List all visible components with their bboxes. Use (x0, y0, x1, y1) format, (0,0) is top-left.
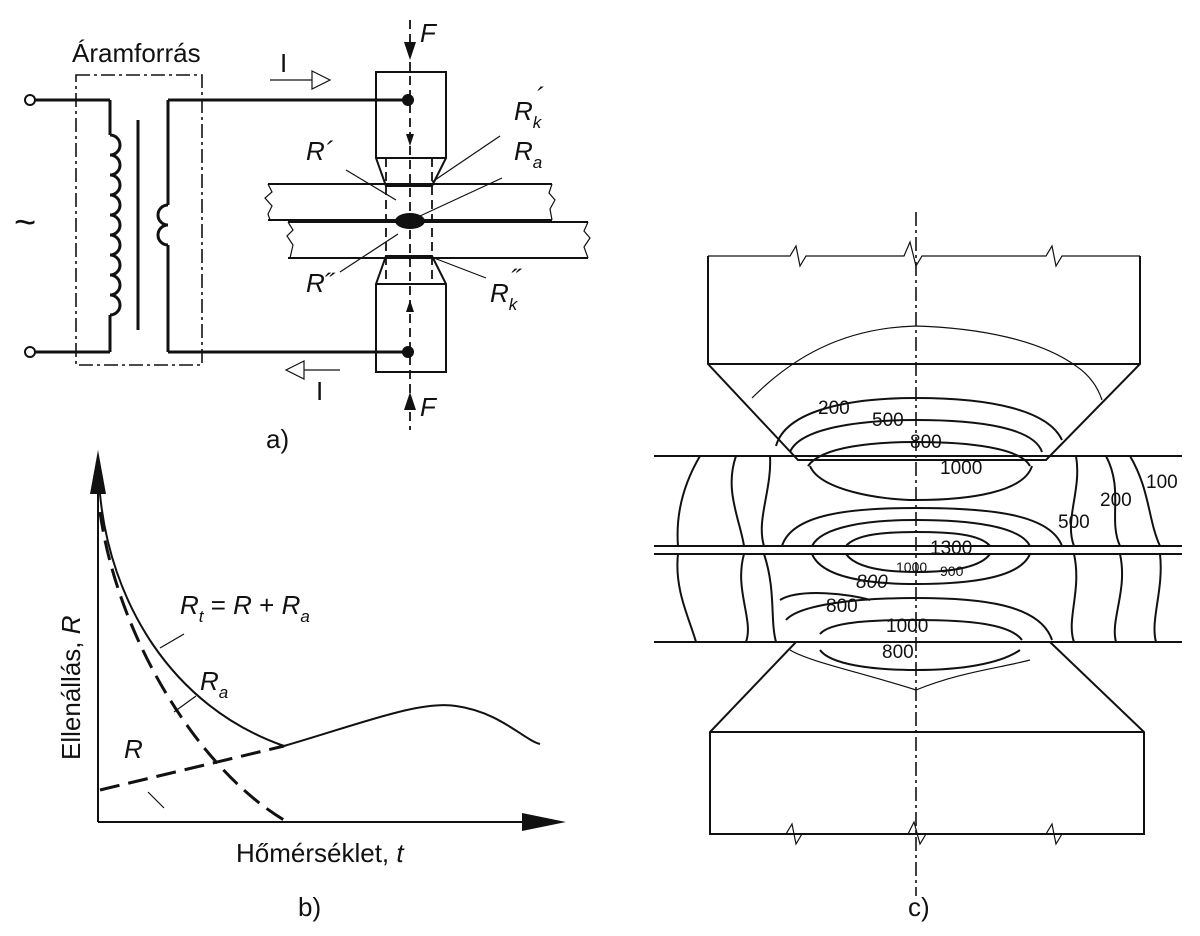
panel-b-plot: Rt = R + Ra Ra R Ellenállás, R Hőmérsékl… (56, 450, 566, 922)
iso-800-upper: 800 (910, 432, 942, 453)
r-upper-label: R´ (306, 136, 334, 166)
iso-200-right: 200 (1100, 490, 1132, 511)
upper-electrode (375, 71, 447, 187)
panel-c-temperature-field: 200 500 800 1000 500 200 100 1300 1000 9… (654, 212, 1182, 922)
upper-electrode-c (707, 256, 1141, 461)
panel-a-circuit: ~ Áramforrás I I (14, 18, 591, 454)
sheet-isotherms-right (1069, 455, 1162, 643)
iso-900: 900 (940, 563, 964, 579)
secondary-coil (156, 203, 169, 247)
iso-100-right: 100 (1146, 472, 1178, 493)
iso-800-mid: 800 (856, 572, 888, 593)
caption-a: a) (266, 424, 289, 454)
force-label-top: F (420, 18, 438, 48)
r-curve-label: R (124, 734, 143, 764)
input-terminal-top (24, 94, 36, 106)
iso-200-upper: 200 (818, 398, 850, 419)
iso-800-left: 800 (826, 596, 858, 617)
x-axis-label: Hőmérséklet, t (236, 838, 405, 868)
sheet-isotherms-left (676, 455, 777, 643)
iso-500-upper: 500 (872, 410, 904, 431)
rt-label: Rt = R + Ra (180, 590, 310, 626)
isotherm-labels: 200 500 800 1000 500 200 100 1300 1000 9… (818, 398, 1178, 663)
r-lower-label: R˝ (306, 268, 336, 298)
caption-c: c) (908, 892, 930, 922)
current-label-bottom: I (316, 376, 323, 406)
input-terminal-bottom (24, 346, 36, 358)
iso-1000-small: 1000 (896, 559, 927, 575)
current-label-top: I (280, 48, 287, 78)
rk-lower-label: Rk˝ (490, 264, 522, 314)
iso-1300: 1300 (930, 538, 972, 559)
ra-label: Ra (514, 136, 542, 172)
iso-500-right: 500 (1058, 512, 1090, 533)
curve-r (99, 744, 285, 792)
power-source-box (75, 74, 203, 366)
curve-ra (98, 511, 285, 822)
iso-1000-lower: 1000 (886, 616, 928, 637)
iso-800-lower: 800 (882, 642, 914, 663)
rk-upper-label: Rk´ (514, 82, 544, 132)
ra-curve-label: Ra (200, 666, 228, 702)
iso-1000-upper: 1000 (940, 458, 982, 479)
y-axis-label: Ellenállás, R (56, 615, 86, 760)
primary-coil (109, 133, 122, 317)
force-label-bottom: F (420, 392, 438, 422)
curve-rt (99, 493, 541, 748)
caption-b: b) (298, 892, 321, 922)
power-source-label: Áramforrás (72, 38, 201, 68)
ac-symbol: ~ (14, 202, 36, 244)
